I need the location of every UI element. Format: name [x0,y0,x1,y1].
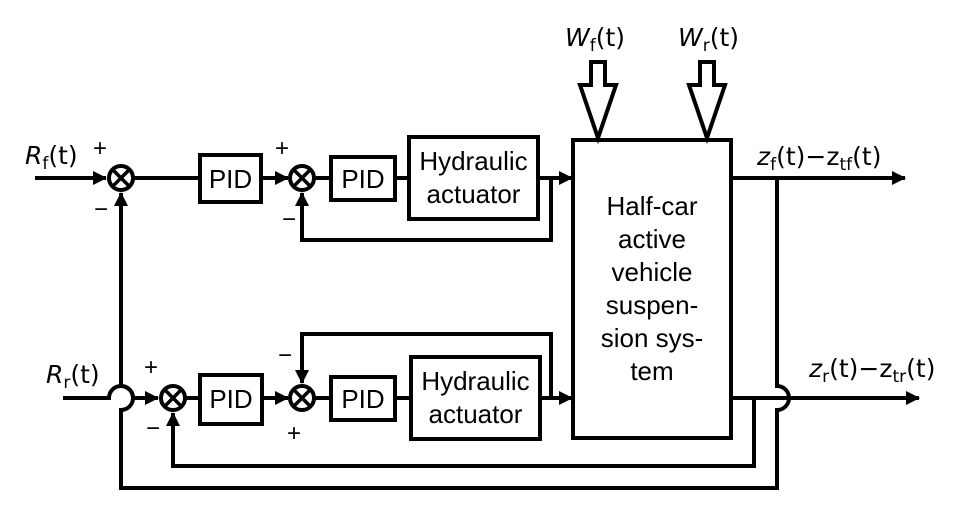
circle-x-icon [159,384,187,412]
circle-x-icon [107,164,135,192]
pid-label: PID [209,164,252,194]
rear-input-label: Rr(t) [46,360,100,393]
plant-label-line5: sion sys- [601,323,704,353]
actuator-label-line2: actuator [427,179,521,209]
rear-sum2-plus-sign: + [287,420,301,447]
rear-outer-feedback-line [166,398,756,468]
actuator-label-line1: Hydraulic [419,146,527,176]
pid-label: PID [341,164,384,194]
front-input-label: Rf(t) [25,141,78,174]
front-output-label: zf(t)−ztf(t) [756,142,881,175]
plant-label-line6: tem [630,356,673,386]
rear-pid-block-1: PID [198,373,264,426]
pid-label: PID [209,384,252,414]
actuator-label-line2: actuator [429,399,523,429]
circle-x-icon [288,164,316,192]
actuator-label-line1: Hydraulic [421,366,529,396]
rear-disturbance-label: Wr(t) [678,23,739,56]
hollow-down-arrow-icon [686,60,728,145]
rear-sum2-minus-sign: − [278,342,292,369]
front-sum1-minus-sign: − [94,196,108,223]
front-pid-block-1: PID [198,153,263,204]
circle-x-icon [288,384,316,412]
front-sum2-plus-sign: + [275,135,289,162]
rear-output-label: zr(t)−ztr(t) [808,354,935,387]
plant-label-line3: vehicle [612,257,693,287]
front-inner-feedback-line [295,178,553,242]
front-pid-block-2: PID [329,155,397,202]
front-sum1-plus-sign: + [93,135,107,162]
rear-pid-block-2: PID [329,375,397,422]
front-sum2-minus-sign: − [282,206,296,233]
half-car-suspension-plant-block: Half-car active vehicle suspen- sion sys… [571,138,733,440]
rear-sum1-minus-sign: − [146,415,160,442]
pid-label: PID [341,384,384,414]
rear-summing-junction-1 [159,384,187,412]
rear-sum1-plus-sign: + [144,354,158,381]
rear-input-line [63,384,159,405]
front-summing-junction-1 [107,164,135,192]
hollow-down-arrow-icon [577,60,619,145]
plant-label-line4: suspen- [606,290,699,320]
rear-summing-junction-2 [288,384,316,412]
front-hydraulic-actuator-block: Hydraulic actuator [407,135,540,221]
plant-label-line1: Half-car [606,191,697,221]
rear-hydraulic-actuator-block: Hydraulic actuator [409,355,542,441]
front-disturbance-label: Wf(t) [565,23,625,56]
plant-label-line2: active [618,224,686,254]
rear-disturbance-arrow [686,60,728,145]
rear-inner-feedback-line [295,332,553,398]
front-disturbance-arrow [577,60,619,145]
front-summing-junction-2 [288,164,316,192]
